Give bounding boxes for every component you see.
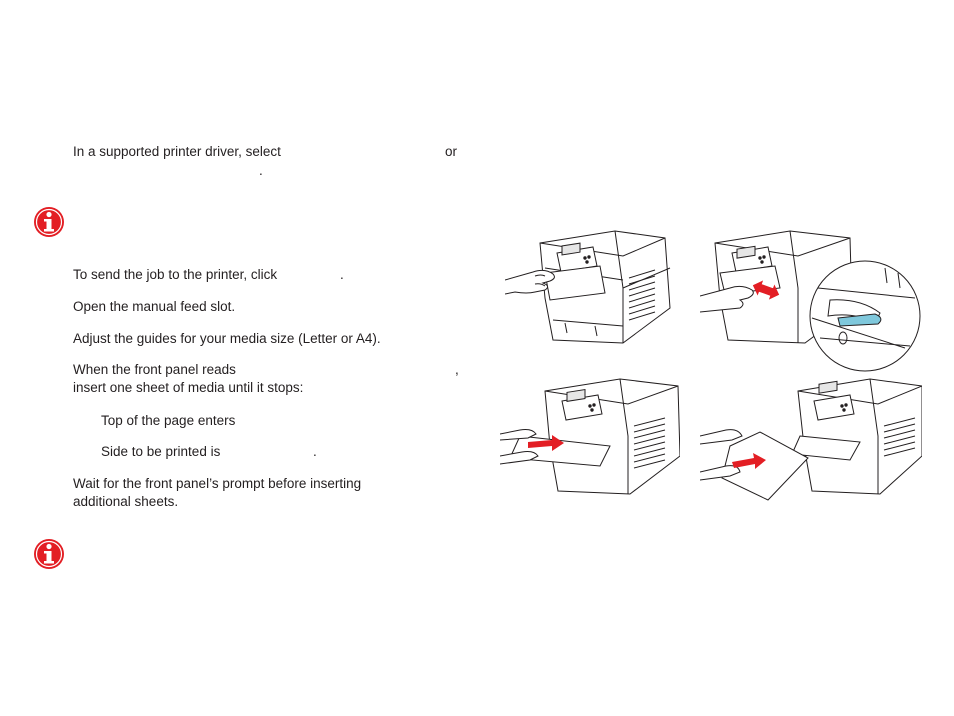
info-icon — [34, 207, 64, 237]
step4-text: Adjust the guides for your media size (L… — [73, 331, 381, 346]
step6-line2: additional sheets. — [73, 494, 179, 509]
step3-text: Open the manual feed slot. — [73, 299, 236, 314]
step5-line2: insert one sheet of media until it stops… — [73, 380, 304, 395]
step6-line1: Wait for the front panel’s prompt before… — [73, 476, 362, 491]
printer-hand-opening-slot-figure — [505, 228, 675, 348]
step2-period: . — [340, 267, 344, 282]
printer-sheet-inserted-figure — [700, 376, 922, 504]
bullet-2: Side to be printed is — [101, 444, 221, 459]
bullet-1: Top of the page enters — [101, 413, 236, 428]
step1-period: . — [259, 163, 263, 178]
step1-text: In a supported printer driver, select — [73, 144, 281, 159]
printer-inserting-sheet-figure — [500, 376, 680, 496]
step2-text: To send the job to the printer, click — [73, 267, 278, 282]
bullet-2-period: . — [313, 444, 317, 459]
printer-adjusting-guides-figure — [700, 228, 922, 373]
step5-line1: When the front panel reads — [73, 362, 236, 377]
step1-or: or — [445, 144, 458, 159]
info-icon — [34, 539, 64, 569]
step5-comma: , — [455, 362, 459, 377]
